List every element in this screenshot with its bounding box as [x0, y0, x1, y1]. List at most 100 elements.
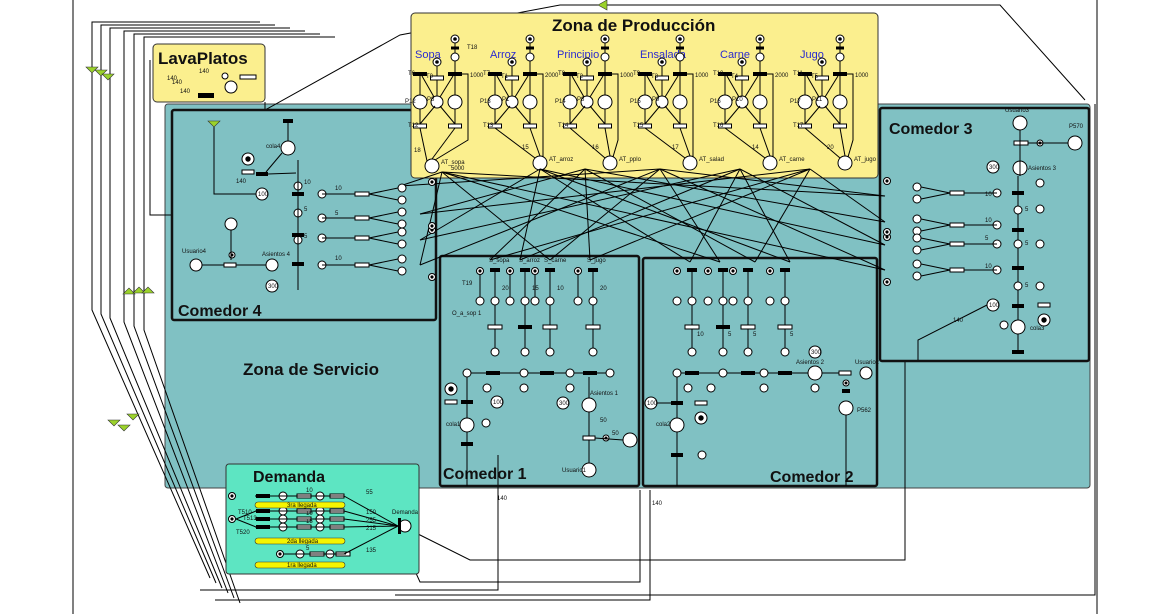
dish-name-label: Jugo	[800, 49, 824, 61]
arc-weight-label: 5	[728, 332, 732, 338]
place-label: Usuario4	[182, 249, 207, 255]
transition-label: T510	[238, 510, 252, 516]
prep-transition	[673, 72, 687, 76]
dish-right-place	[832, 94, 848, 110]
arc	[494, 127, 536, 159]
transition-label: T2	[576, 74, 584, 80]
arc	[664, 75, 679, 98]
place-label: S_sopa	[489, 258, 510, 264]
place-label: P8	[577, 97, 585, 103]
row-transition	[354, 262, 370, 268]
ready-place	[687, 347, 697, 357]
accumulator-label: AT_sopa	[441, 160, 465, 166]
arc-weight-label: 5	[985, 236, 989, 242]
cola3-place	[1010, 319, 1026, 335]
capacity-label: 5000	[451, 166, 465, 172]
place-label: P8	[427, 97, 435, 103]
step-place	[1013, 205, 1023, 215]
token	[245, 156, 251, 162]
distribution-arc	[489, 168, 811, 261]
wait-place	[505, 296, 515, 306]
distribution-arc	[584, 168, 886, 223]
arc-weight-label: 255	[366, 518, 377, 524]
wait-place	[743, 296, 753, 306]
arc	[847, 73, 854, 158]
queue-place	[397, 207, 407, 217]
serve-transition	[545, 268, 555, 272]
side-place	[1035, 178, 1045, 188]
seat-counter	[556, 396, 570, 410]
distribution-arcs	[399, 168, 886, 271]
dish-right-place	[672, 94, 688, 110]
token-count-label: 100	[258, 192, 269, 198]
transition-label: T6	[408, 71, 416, 77]
place-label: Usuario2	[855, 360, 880, 366]
arc-weight-label: 15	[306, 519, 313, 525]
token	[230, 494, 234, 498]
capacity-label: 1000	[855, 73, 869, 79]
connector-up-icon	[122, 287, 136, 295]
flow-place	[565, 383, 575, 393]
comedor4-title: Comedor 4	[178, 303, 262, 320]
token	[435, 60, 439, 64]
arc-weight-label: 17	[672, 145, 679, 151]
buffer-place	[835, 52, 845, 62]
wait-place	[780, 296, 790, 306]
flow-place	[565, 368, 575, 378]
token-count-label: 300	[268, 284, 279, 290]
reset-transition	[694, 400, 708, 406]
queue-place	[912, 214, 922, 224]
lavaplatos-token-place	[221, 72, 229, 80]
p562-place	[838, 400, 854, 416]
accumulator-label: AT_carne	[779, 157, 805, 163]
comedor3-box	[878, 106, 1091, 363]
wait-place	[490, 296, 500, 306]
route-wire	[399, 490, 641, 583]
arc-weight-label: 5	[304, 207, 308, 213]
serve2-transition	[598, 123, 612, 129]
row-transition	[949, 267, 965, 273]
place-label: S_carne	[544, 258, 567, 264]
connector-down-icon	[101, 73, 115, 81]
arc-weight-label: 5	[306, 546, 310, 552]
queue-place	[397, 195, 407, 205]
arc-weight-label: 18	[414, 148, 421, 154]
demanda-place-label: Demanda	[392, 510, 419, 516]
token	[478, 269, 482, 273]
serve-transition	[687, 268, 697, 272]
lavaplatos-arc-label: 140	[167, 76, 178, 82]
distribution-arc	[584, 168, 591, 261]
dish-right-place	[447, 94, 463, 110]
arc	[537, 73, 544, 157]
cook-transition	[638, 72, 652, 76]
flow-place	[519, 383, 529, 393]
queue-place	[912, 245, 922, 255]
ready-place	[780, 347, 790, 357]
token	[838, 37, 842, 41]
arc-weight-label: 10	[306, 511, 313, 517]
wait-place	[475, 296, 485, 306]
seat-counter	[986, 160, 1000, 174]
place-label: cola2	[656, 422, 671, 428]
flow-place	[605, 368, 615, 378]
return-place	[224, 217, 238, 231]
cook-transition	[798, 72, 812, 76]
arc	[343, 525, 399, 528]
arc	[759, 127, 771, 157]
flow-place	[482, 383, 492, 393]
transition-label: T19	[462, 281, 473, 287]
comedor3-title: Comedor 3	[889, 121, 973, 138]
arc-weight-label: 50	[612, 431, 619, 437]
distribution-arc	[441, 171, 551, 261]
arc-weight-label: 50	[600, 418, 607, 424]
token	[453, 37, 457, 41]
wait-place	[703, 296, 713, 306]
lavaplatos-title: LavaPlatos	[158, 49, 248, 68]
arc-weight-label: 10	[306, 488, 313, 494]
comedor2-title: Comedor 2	[770, 469, 854, 486]
lavaplatos-arc-label: 140	[180, 89, 191, 95]
usuario4-place	[189, 258, 203, 272]
prep-transition	[523, 72, 537, 76]
arc	[434, 73, 469, 161]
distribution-arc	[659, 168, 886, 271]
